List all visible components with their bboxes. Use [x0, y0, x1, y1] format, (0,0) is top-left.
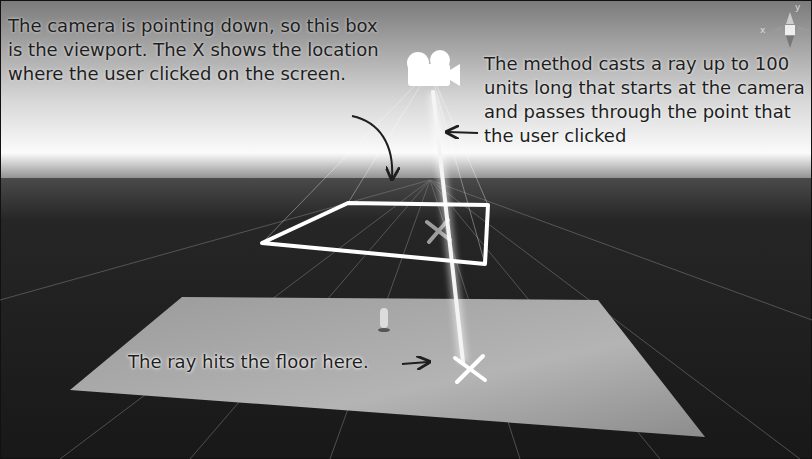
floor-plane — [70, 297, 705, 437]
callout-note: The ray hits the floor here. — [128, 350, 408, 374]
sky — [0, 0, 812, 180]
ground — [0, 178, 812, 459]
callout-arrow — [448, 132, 478, 133]
camera-icon — [407, 50, 460, 86]
callout-note: The camera is pointing down, so this box… — [8, 14, 380, 86]
callout-arrow — [352, 116, 392, 178]
axis-label: x — [760, 25, 770, 35]
callout-arrow — [402, 362, 428, 364]
callout-note: The method casts a ray up to 100 units l… — [484, 52, 806, 148]
click-mark — [427, 220, 450, 242]
camera-frustum — [262, 70, 488, 264]
viewport-box — [262, 203, 488, 264]
axis-label: y — [795, 2, 807, 12]
grid-lines — [0, 180, 812, 459]
player-capsule — [378, 308, 390, 332]
axis-gizmo — [770, 12, 810, 48]
hit-mark — [455, 356, 485, 382]
